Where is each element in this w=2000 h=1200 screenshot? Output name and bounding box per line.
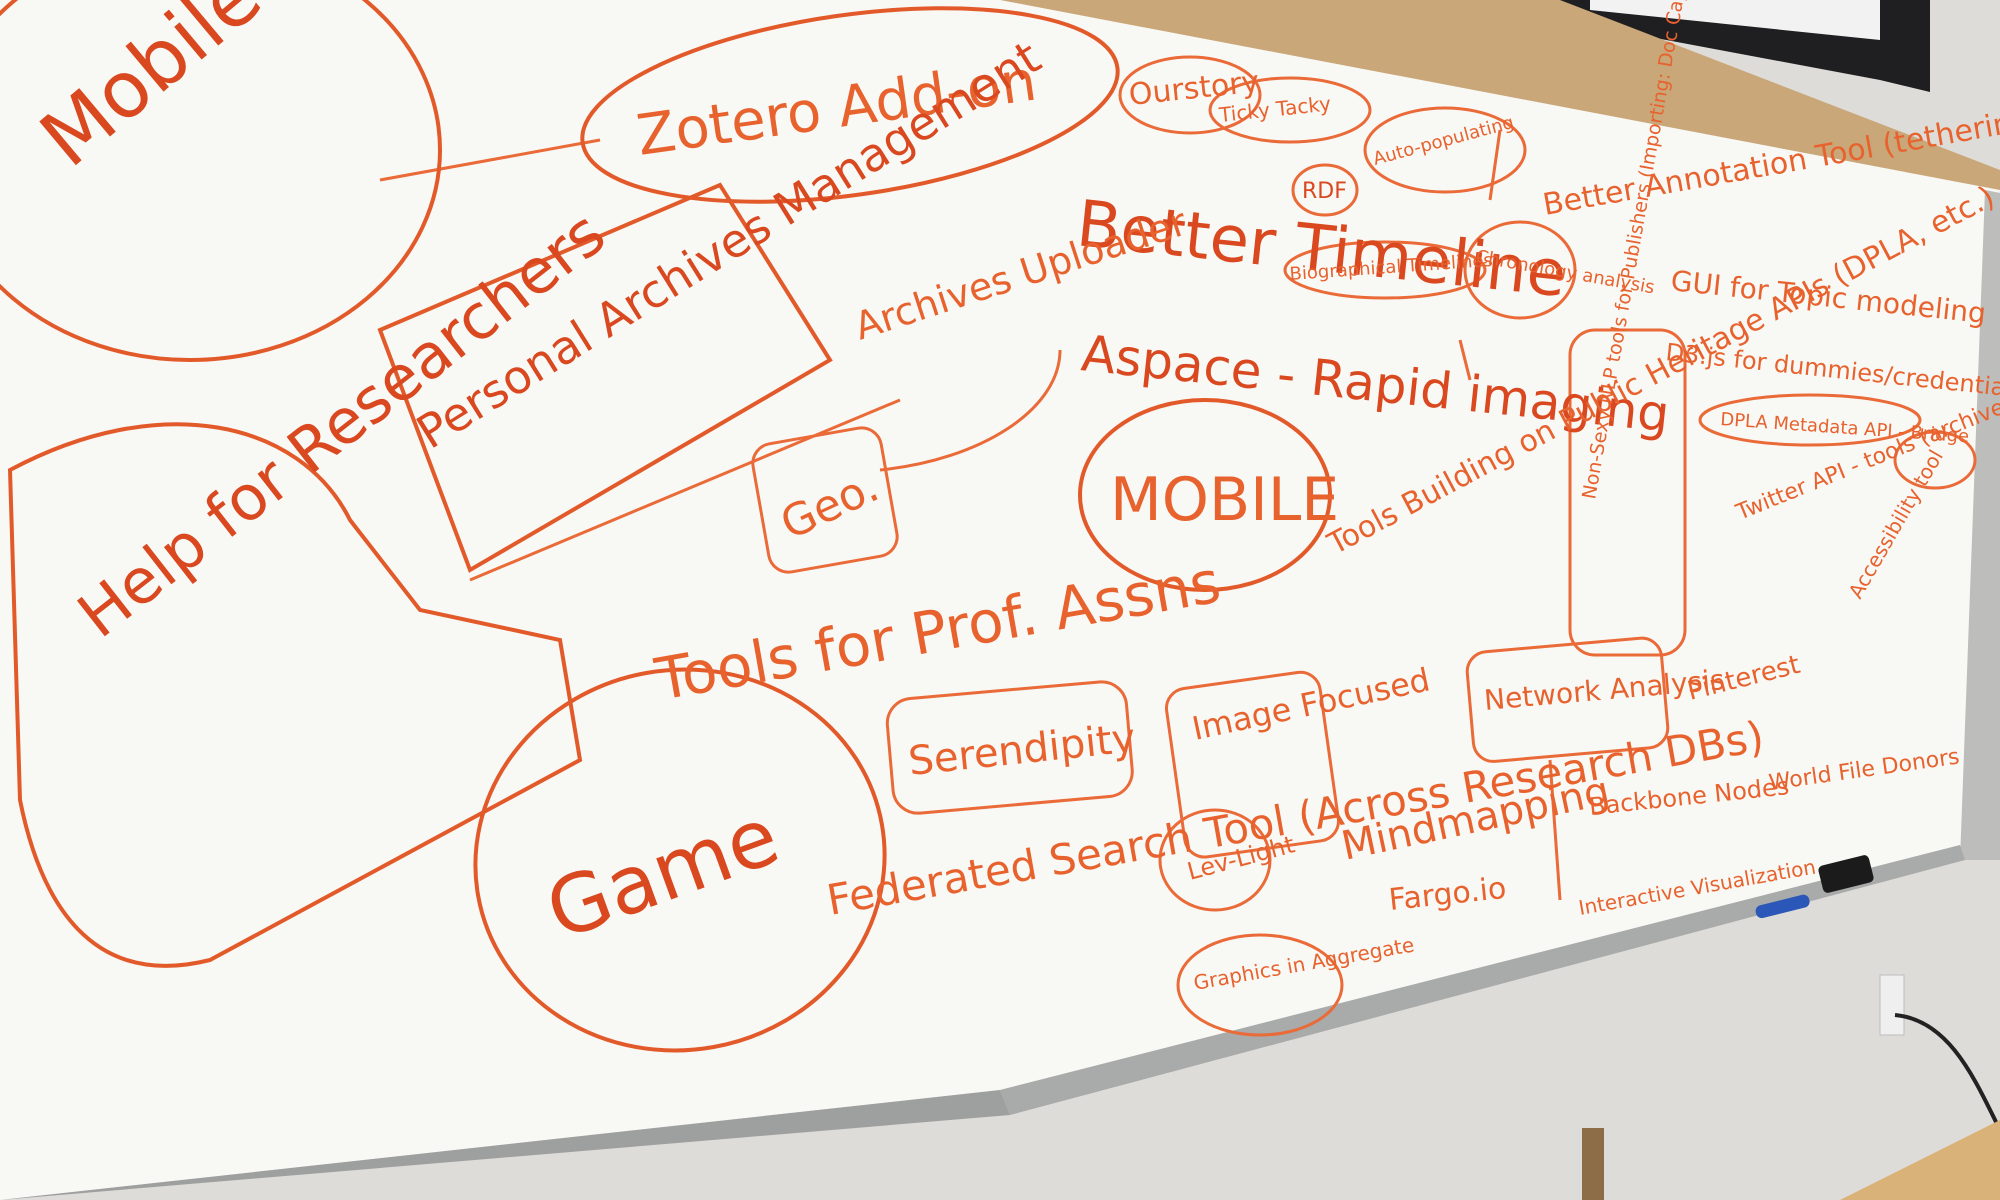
power-cord xyxy=(1894,1013,2000,1131)
wall-outlet xyxy=(1879,974,1905,1036)
eraser xyxy=(1818,855,1874,893)
mobile-text: MOBILE xyxy=(1110,465,1339,535)
whiteboard-frame xyxy=(1960,190,2000,860)
floor xyxy=(1840,1120,2000,1200)
svg-text:RDF: RDF xyxy=(1302,179,1347,204)
mobile-app-ring xyxy=(0,0,442,362)
projector-screen xyxy=(1590,0,1880,40)
floor-outlet xyxy=(1582,1128,1604,1200)
marker-tray xyxy=(1000,845,1965,1115)
marker xyxy=(1755,894,1810,919)
